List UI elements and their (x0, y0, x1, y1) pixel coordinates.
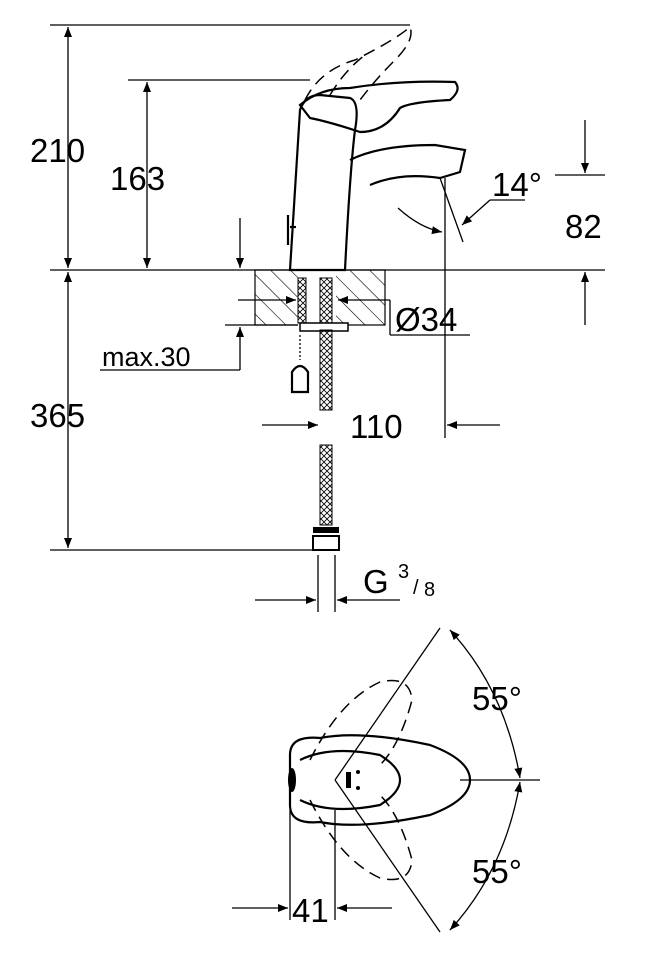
dim-reach: 110 (350, 408, 403, 445)
dim-connection-sub: 8 (424, 579, 435, 601)
dim-connection: G (363, 563, 389, 600)
dim-below-counter: 365 (30, 397, 85, 434)
dim-max-counter: max.30 (102, 342, 191, 372)
dim-total-height: 210 (30, 132, 85, 169)
faucet-body (286, 80, 467, 272)
dim-angle-lower: 55° (472, 853, 522, 890)
supply-hose (290, 329, 340, 551)
dim-hole-diameter: Ø34 (395, 301, 457, 338)
dim-connection-slash: / (413, 577, 419, 599)
top-view (232, 627, 540, 933)
lever-raised-outline (304, 25, 412, 101)
dim-connection-main: G (363, 563, 389, 600)
counter-section (254, 269, 386, 332)
dim-angle-upper: 55° (472, 680, 522, 717)
dim-outlet-height: 82 (565, 208, 602, 245)
dim-outlet-angle: 14° (492, 166, 542, 203)
dim-base-width: 41 (292, 892, 329, 929)
dim-spout-height: 163 (110, 160, 165, 197)
dim-connection-sup: 3 (398, 561, 409, 583)
